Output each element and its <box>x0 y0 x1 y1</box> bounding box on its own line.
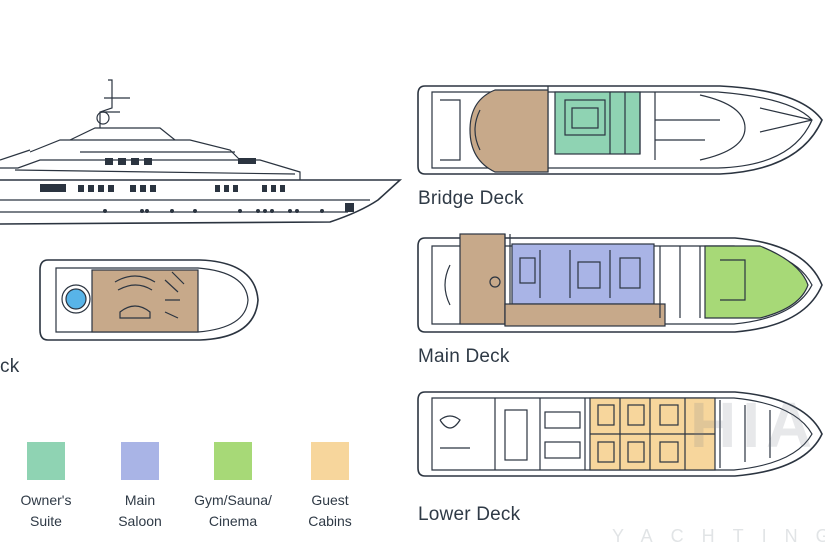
watermark-logo: HIA <box>690 389 819 461</box>
bridge-deck-plan <box>417 85 823 175</box>
legend-swatch <box>214 442 252 480</box>
legend-label-line2: Suite <box>30 513 62 529</box>
legend-swatch <box>121 442 159 480</box>
sun-deck-plan <box>39 259 259 341</box>
bridge-deck-label: Bridge Deck <box>418 188 524 209</box>
legend-label-line1: Gym/Sauna/ <box>194 492 272 508</box>
legend-item-guest-cabins: Guest Cabins <box>290 442 370 532</box>
legend-label-line2: Cabins <box>308 513 352 529</box>
watermark-subtext: YACHTING <box>612 526 825 546</box>
legend-swatch <box>27 442 65 480</box>
yacht-side-profile <box>0 79 403 225</box>
legend-label-line2: Cinema <box>208 513 258 529</box>
legend-swatch <box>311 442 349 480</box>
legend-item-owners-suite: Owner's Suite <box>6 442 86 532</box>
legend-label-line1: Guest <box>311 492 349 508</box>
legend-label-line1: Main <box>124 492 156 508</box>
sun-deck-label-partial: ck <box>0 356 20 377</box>
legend-label-line1: Owner's <box>20 492 72 508</box>
legend-item-gym-sauna-cinema: Gym/Sauna/ Cinema <box>193 442 273 532</box>
legend-label-line2: Saloon <box>118 513 162 529</box>
lower-deck-label: Lower Deck <box>418 504 521 525</box>
main-deck-plan <box>417 233 823 333</box>
lower-deck-plan <box>417 391 823 477</box>
legend-item-main-saloon: Main Saloon <box>100 442 180 532</box>
main-deck-label: Main Deck <box>418 346 510 367</box>
